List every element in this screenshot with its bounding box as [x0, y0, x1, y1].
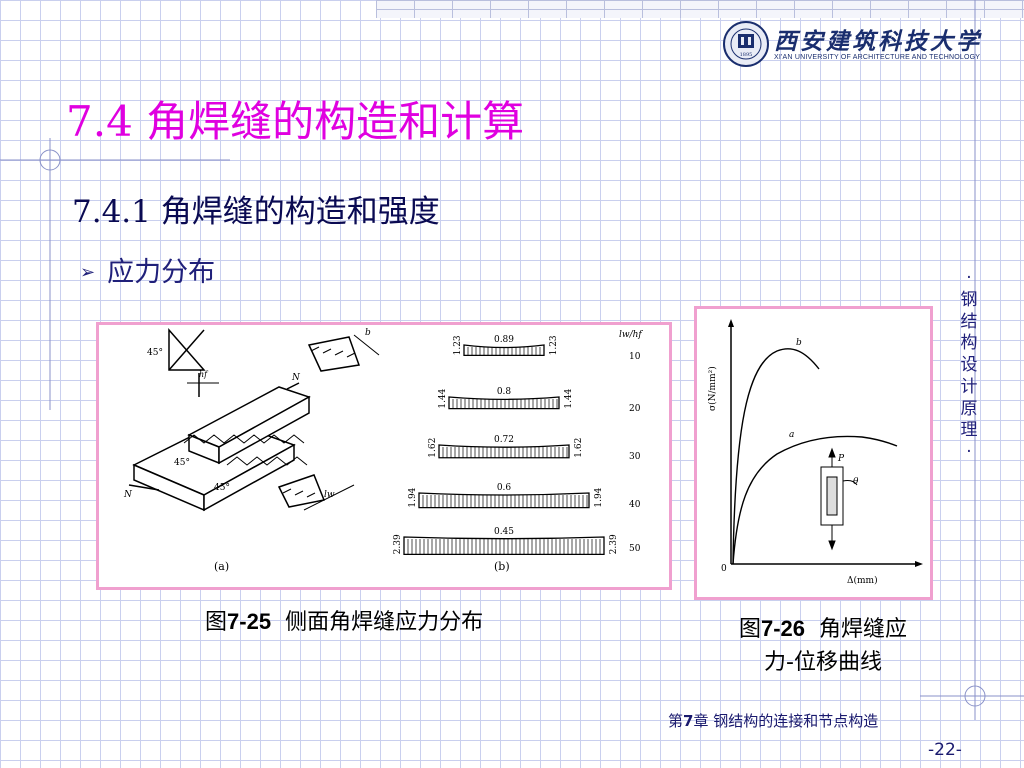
- svg-text:45°: 45°: [174, 458, 190, 468]
- svg-text:a: a: [789, 430, 794, 440]
- course-name-vertical: ·钢结构设计原理·: [960, 268, 978, 462]
- svg-text:N: N: [291, 373, 301, 383]
- stress-end-value-left: 1.94: [408, 487, 418, 507]
- stress-end-value-right: 1.62: [574, 438, 584, 458]
- stress-middle-value: 0.6: [497, 483, 512, 493]
- weld-stress-drawing: 45° 45° 45° N N hf b lw (a) (b) lw/hf 0.…: [123, 328, 643, 573]
- figure-7-26: σ(N/mm²) Δ(mm) 0 b a P θ: [694, 306, 933, 600]
- university-logo: 1895 西安建筑科技大学 XI'AN UNIVERSITY OF ARCHIT…: [722, 20, 982, 68]
- y-axis-label: σ(N/mm²): [707, 366, 718, 411]
- stress-end-value-left: 1.23: [453, 335, 463, 355]
- curve-b: [732, 348, 820, 565]
- stress-end-value-left: 1.44: [438, 388, 448, 408]
- svg-text:P: P: [837, 454, 845, 464]
- stress-end-value-right: 1.44: [564, 388, 574, 408]
- university-seal-icon: 1895: [723, 21, 769, 67]
- stress-end-value-right: 1.94: [594, 487, 604, 507]
- stress-row: 0.6 1.94 1.94 40: [408, 483, 641, 510]
- panel-b-header: lw/hf: [619, 330, 643, 340]
- chapter-footer: 第7章 钢结构的连接和节点构造: [668, 712, 879, 730]
- university-name-cn: 西安建筑科技大学: [774, 28, 982, 55]
- panel-a-joint-sketch: [128, 328, 380, 512]
- svg-text:θ: θ: [853, 477, 859, 487]
- svg-text:1895: 1895: [740, 52, 753, 58]
- stress-displacement-curve: σ(N/mm²) Δ(mm) 0 b a P θ: [707, 319, 923, 586]
- stress-middle-value: 0.8: [497, 387, 512, 397]
- stress-end-value-right: 2.39: [609, 534, 619, 554]
- curve-a: [732, 435, 898, 565]
- stress-end-value-right: 1.23: [549, 335, 559, 355]
- bullet-arrow-icon: ➢: [80, 262, 96, 283]
- stress-middle-value: 0.89: [494, 335, 514, 345]
- svg-text:b: b: [796, 338, 802, 348]
- section-subtitle: 7.4.1 角焊缝的构造和强度: [72, 194, 440, 230]
- bullet-item: ➢ 应力分布: [80, 250, 215, 289]
- origin-label: 0: [721, 564, 727, 574]
- slide-title: 7.4 角焊缝的构造和计算: [66, 97, 525, 146]
- x-axis-label: Δ(mm): [847, 575, 878, 586]
- length-ratio-value: 20: [629, 404, 641, 414]
- length-ratio-value: 10: [629, 352, 641, 362]
- svg-text:45°: 45°: [147, 348, 163, 358]
- svg-text:lw: lw: [324, 490, 335, 500]
- svg-text:hf: hf: [199, 370, 209, 379]
- bullet-text: 应力分布: [107, 257, 216, 288]
- stress-end-value-left: 2.39: [393, 534, 403, 554]
- figure-7-25-caption: 图7-25 侧面角焊缝应力分布: [205, 609, 484, 635]
- stress-row: 0.45 2.39 2.39 50: [393, 527, 641, 555]
- specimen-inset: [820, 447, 858, 551]
- header-grid-strip: [376, 0, 1024, 18]
- length-ratio-value: 40: [629, 500, 641, 510]
- length-ratio-value: 50: [629, 544, 641, 554]
- svg-text:45°: 45°: [214, 483, 230, 493]
- figure-7-26-caption: 图7-26 角焊缝应力-位移曲线: [738, 616, 908, 675]
- figure-7-25: 45° 45° 45° N N hf b lw (a) (b) lw/hf 0.…: [96, 322, 672, 590]
- svg-text:N: N: [123, 490, 133, 500]
- panel-a-label: (a): [214, 560, 229, 573]
- svg-text:b: b: [365, 328, 371, 338]
- page-number: -22-: [928, 740, 962, 760]
- stress-middle-value: 0.45: [494, 527, 514, 537]
- panel-b-label: (b): [494, 560, 510, 573]
- panel-b-stress-distributions: 0.89 1.23 1.23 10 0.8 1.44 1.44 20 0.72 1.62 1.62 3…: [393, 335, 641, 555]
- stress-end-value-left: 1.62: [428, 438, 438, 458]
- length-ratio-value: 30: [629, 452, 641, 462]
- university-name-en: XI'AN UNIVERSITY OF ARCHITECTURE AND TEC…: [774, 54, 981, 61]
- stress-row: 0.72 1.62 1.62 30: [428, 435, 641, 462]
- stress-row: 0.8 1.44 1.44 20: [438, 387, 641, 414]
- stress-middle-value: 0.72: [494, 435, 514, 445]
- stress-row: 0.89 1.23 1.23 10: [453, 335, 641, 362]
